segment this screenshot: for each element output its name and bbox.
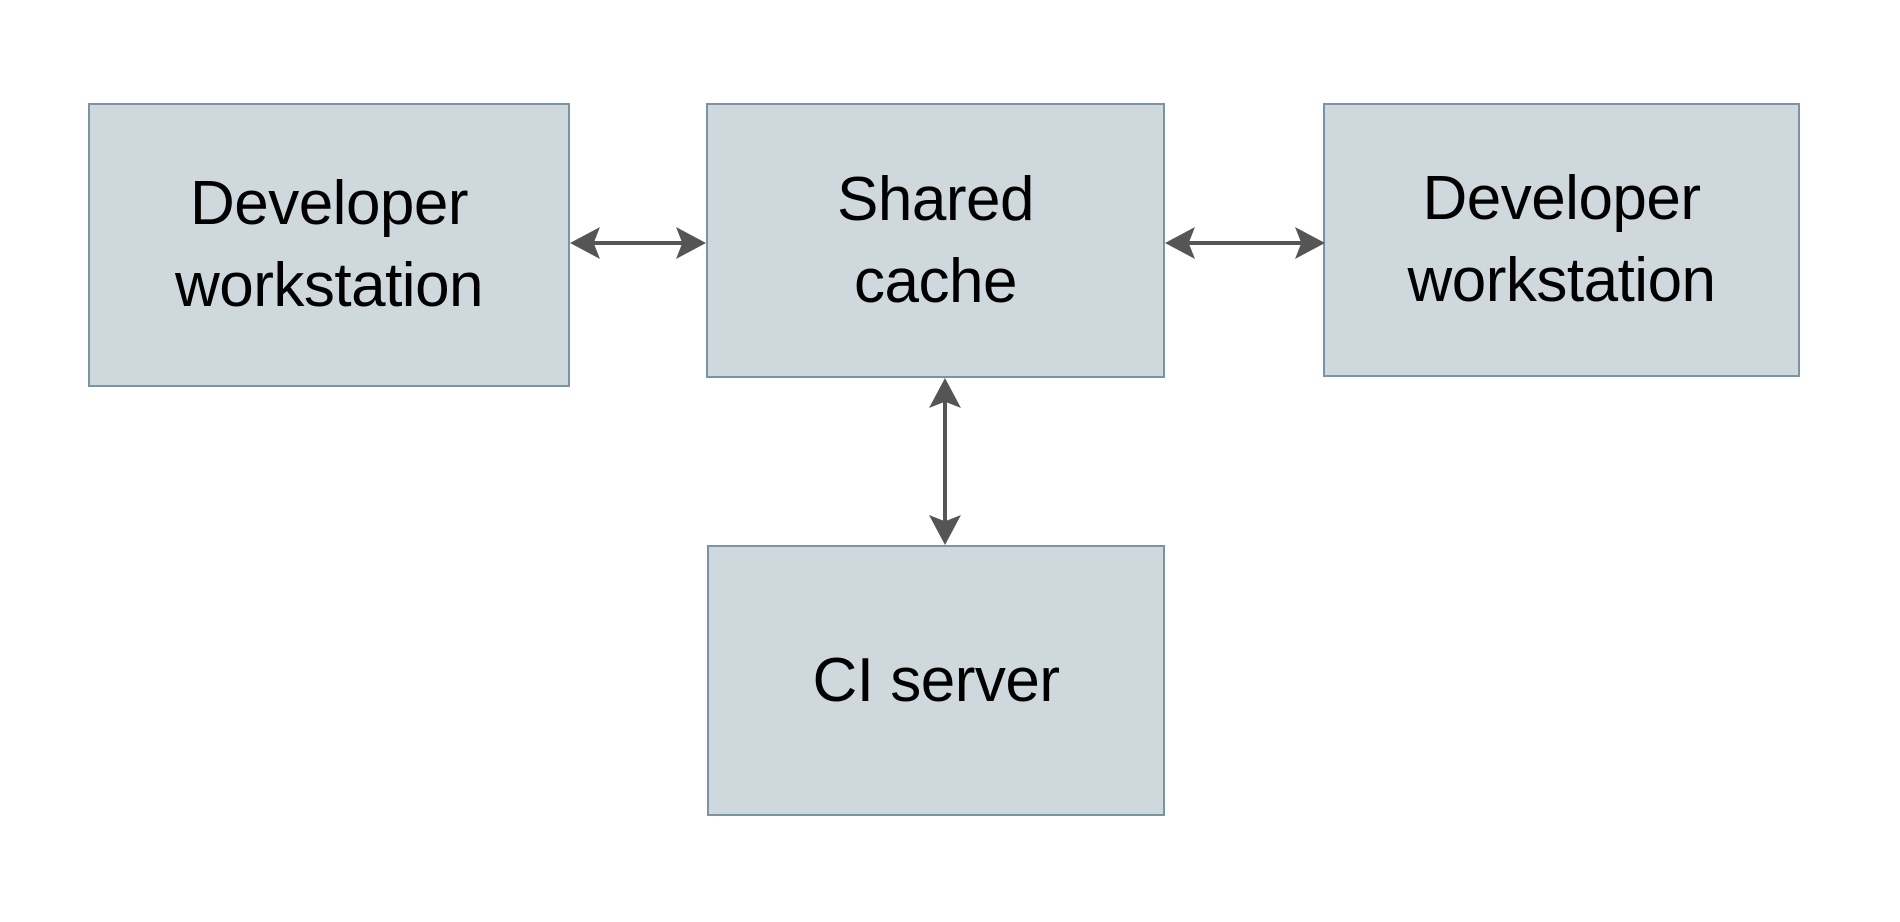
- double-arrow-vertical-icon: [929, 378, 961, 545]
- node-label: Shared cache: [837, 164, 1034, 316]
- edge-dev-left-to-shared-cache: [570, 227, 706, 259]
- double-arrow-horizontal-icon: [570, 227, 706, 259]
- node-developer-workstation-right[interactable]: Developer workstation: [1323, 103, 1800, 377]
- node-label: CI server: [812, 645, 1060, 715]
- double-arrow-horizontal-icon: [1165, 227, 1325, 259]
- node-label: Developer workstation: [174, 169, 484, 320]
- node-shared-cache[interactable]: Shared cache: [706, 103, 1165, 378]
- node-developer-workstation-left[interactable]: Developer workstation: [88, 103, 570, 387]
- edge-shared-cache-to-ci-server: [929, 378, 961, 545]
- edge-shared-cache-to-dev-right: [1165, 227, 1325, 259]
- node-label: Developer workstation: [1407, 164, 1716, 315]
- node-ci-server[interactable]: CI server: [707, 545, 1165, 816]
